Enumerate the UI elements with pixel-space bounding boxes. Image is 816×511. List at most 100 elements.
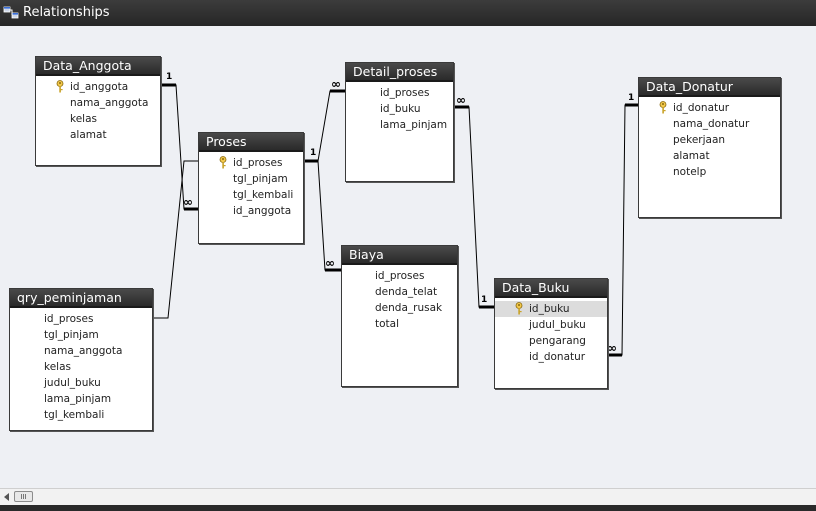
field-row[interactable]: id_proses xyxy=(346,85,453,101)
field-label: lama_pinjam xyxy=(380,119,448,131)
relationship-many-label: ∞ xyxy=(183,195,193,209)
field-label: tgl_pinjam xyxy=(44,329,99,341)
relationship-line-detail-buku xyxy=(454,106,494,308)
field-row[interactable]: alamat xyxy=(639,148,780,164)
field-row[interactable]: id_proses xyxy=(10,311,152,327)
field-label: tgl_pinjam xyxy=(233,173,288,185)
table-biaya[interactable]: Biaya id_proses denda_telat denda_rusak … xyxy=(341,245,458,387)
field-label: alamat xyxy=(70,129,107,141)
field-label: nama_donatur xyxy=(673,118,750,130)
field-label: id_proses xyxy=(44,313,94,325)
field-label: tgl_kembali xyxy=(233,189,294,201)
field-row[interactable]: denda_rusak xyxy=(342,300,457,316)
field-label: tgl_kembali xyxy=(44,409,105,421)
field-label: id_proses xyxy=(233,157,283,169)
field-row[interactable]: pengarang xyxy=(495,333,607,349)
window-titlebar: Relationships xyxy=(0,0,816,26)
relationship-many-label: ∞ xyxy=(331,77,341,91)
relationships-icon xyxy=(3,6,19,19)
field-label: id_donatur xyxy=(673,102,730,114)
field-row[interactable]: notelp xyxy=(639,164,780,180)
scrollbar-thumb[interactable] xyxy=(14,491,33,502)
table-detail-proses[interactable]: Detail_proses id_proses id_buku lama_pin… xyxy=(345,62,454,182)
field-label: judul_buku xyxy=(529,319,586,331)
field-row[interactable]: nama_donatur xyxy=(639,116,780,132)
table-title[interactable]: Proses xyxy=(199,133,303,152)
horizontal-scrollbar[interactable] xyxy=(0,488,816,505)
field-row[interactable]: nama_anggota xyxy=(10,343,152,359)
field-row[interactable]: tgl_pinjam xyxy=(199,171,303,187)
field-row[interactable]: nama_anggota xyxy=(36,95,160,111)
field-row[interactable]: denda_telat xyxy=(342,284,457,300)
relationship-many-label: ∞ xyxy=(456,93,466,107)
field-label: id_buku xyxy=(380,103,421,115)
field-row[interactable]: pekerjaan xyxy=(639,132,780,148)
field-label: judul_buku xyxy=(44,377,101,389)
field-row[interactable]: id_anggota xyxy=(199,203,303,219)
field-row[interactable]: alamat xyxy=(36,127,160,143)
window-title: Relationships xyxy=(23,5,110,20)
field-label: nama_anggota xyxy=(44,345,123,357)
key-icon xyxy=(219,156,227,169)
table-data-anggota[interactable]: Data_Anggota id_anggota nama_anggota kel… xyxy=(35,56,161,166)
field-label: id_proses xyxy=(375,270,425,282)
field-row-selected[interactable]: id_buku xyxy=(495,301,607,317)
relationship-many-label: ∞ xyxy=(325,256,335,270)
field-row[interactable]: judul_buku xyxy=(495,317,607,333)
relationship-lines xyxy=(152,83,638,357)
field-row[interactable]: id_proses xyxy=(342,268,457,284)
field-row[interactable]: id_donatur xyxy=(639,100,780,116)
field-label: id_donatur xyxy=(529,351,586,363)
relationship-line-anggota-proses xyxy=(160,84,198,210)
relationship-line-query-proses xyxy=(152,160,198,319)
field-label: notelp xyxy=(673,166,707,178)
relationship-many-label: ∞ xyxy=(607,341,617,355)
field-row[interactable]: kelas xyxy=(36,111,160,127)
table-data-buku[interactable]: Data_Buku id_buku judul_buku pengarang i… xyxy=(494,278,608,389)
field-label: id_proses xyxy=(380,87,430,99)
table-title[interactable]: qry_peminjaman xyxy=(10,289,152,308)
table-title[interactable]: Biaya xyxy=(342,246,457,265)
field-label: kelas xyxy=(44,361,71,373)
relationship-one-label: 1 xyxy=(628,93,635,103)
field-row[interactable]: tgl_pinjam xyxy=(10,327,152,343)
field-row[interactable]: judul_buku xyxy=(10,375,152,391)
field-label: alamat xyxy=(673,150,710,162)
field-label: id_buku xyxy=(529,303,570,315)
table-proses[interactable]: Proses id_proses tgl_pinjam tgl_kembali … xyxy=(198,132,304,244)
relationship-one-label: 1 xyxy=(481,295,488,305)
window-bottom-edge xyxy=(0,505,816,511)
field-label: denda_telat xyxy=(375,286,438,298)
key-icon xyxy=(515,302,523,315)
field-row[interactable]: id_buku xyxy=(346,101,453,117)
field-row[interactable]: total xyxy=(342,316,457,332)
field-row[interactable]: id_proses xyxy=(199,155,303,171)
field-label: id_anggota xyxy=(70,81,129,93)
scroll-left-arrow-icon[interactable] xyxy=(4,493,9,501)
key-icon xyxy=(56,80,64,93)
table-title[interactable]: Data_Buku xyxy=(495,279,607,298)
field-label: id_anggota xyxy=(233,205,292,217)
field-label: pengarang xyxy=(529,335,586,347)
field-row[interactable]: tgl_kembali xyxy=(10,407,152,423)
field-label: denda_rusak xyxy=(375,302,443,314)
field-row[interactable]: id_donatur xyxy=(495,349,607,365)
relationships-canvas[interactable]: 1 ∞ 1 ∞ ∞ ∞ 1 1 ∞ Data_Anggota id_anggot… xyxy=(0,26,816,488)
field-label: lama_pinjam xyxy=(44,393,112,405)
field-label: pekerjaan xyxy=(673,134,726,146)
table-qry-peminjaman[interactable]: qry_peminjaman id_proses tgl_pinjam nama… xyxy=(9,288,153,431)
relationship-one-label: 1 xyxy=(166,72,173,82)
field-row[interactable]: kelas xyxy=(10,359,152,375)
relationship-one-label: 1 xyxy=(310,148,317,158)
key-icon xyxy=(659,101,667,114)
field-row[interactable]: id_anggota xyxy=(36,79,160,95)
field-row[interactable]: tgl_kembali xyxy=(199,187,303,203)
table-data-donatur[interactable]: Data_Donatur id_donatur nama_donatur pek… xyxy=(638,77,781,218)
table-title[interactable]: Detail_proses xyxy=(346,63,453,82)
table-title[interactable]: Data_Donatur xyxy=(639,78,780,97)
relationship-line-donatur-buku xyxy=(608,104,638,356)
field-label: kelas xyxy=(70,113,97,125)
table-title[interactable]: Data_Anggota xyxy=(36,57,160,76)
field-row[interactable]: lama_pinjam xyxy=(10,391,152,407)
field-row[interactable]: lama_pinjam xyxy=(346,117,453,133)
